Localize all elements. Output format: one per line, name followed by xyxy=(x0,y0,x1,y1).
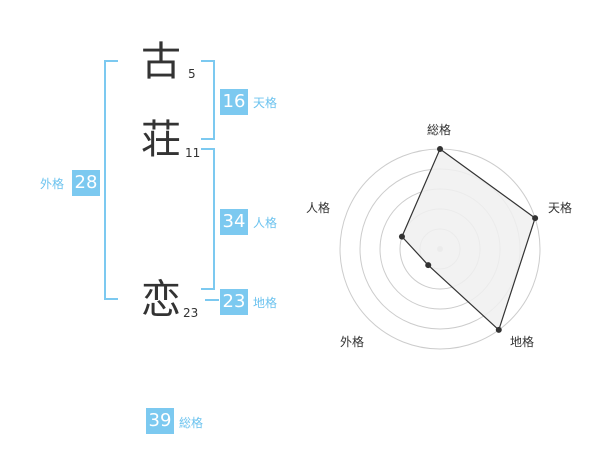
gaikaku-label: 外格 xyxy=(40,177,65,191)
chikaku-value-badge: 23 xyxy=(220,289,248,315)
radar-point-5 xyxy=(398,233,405,240)
radar-axis-label-jinkaku: 人格 xyxy=(306,201,331,215)
name-char-3: 恋 xyxy=(141,277,181,323)
soukaku-value-badge: 39 xyxy=(146,408,174,434)
gaikaku-value-badge: 28 xyxy=(72,170,100,196)
radar-point-4 xyxy=(425,262,432,269)
tenkaku-bracket xyxy=(201,60,215,140)
stroke-count-3: 23 xyxy=(183,306,199,320)
radar-axis-label-chikaku: 地格 xyxy=(510,335,535,349)
name-char-1: 古 xyxy=(141,39,181,85)
jinkaku-value-badge: 34 xyxy=(220,209,248,235)
radar-point-1 xyxy=(437,146,443,152)
jinkaku-label: 人格 xyxy=(253,216,278,230)
gaikaku-bracket xyxy=(104,60,118,300)
radar-point-2 xyxy=(532,215,539,222)
radar-series-polygon xyxy=(401,148,536,331)
radar-point-3 xyxy=(495,326,502,333)
stroke-count-2: 11 xyxy=(185,146,201,160)
chikaku-label: 地格 xyxy=(253,296,278,310)
radar-axis-label-gaikaku: 外格 xyxy=(340,335,365,349)
soukaku-label: 総格 xyxy=(179,416,204,430)
chikaku-connector xyxy=(205,299,219,301)
tenkaku-value-badge: 16 xyxy=(220,89,248,115)
tenkaku-label: 天格 xyxy=(253,96,278,110)
radar-axis-label-tenkaku: 天格 xyxy=(548,201,573,215)
jinkaku-bracket xyxy=(201,148,215,290)
radar-axis-label-soukaku: 総格 xyxy=(427,123,452,137)
stroke-count-1: 5 xyxy=(188,67,196,81)
name-char-2: 荘 xyxy=(141,117,181,163)
